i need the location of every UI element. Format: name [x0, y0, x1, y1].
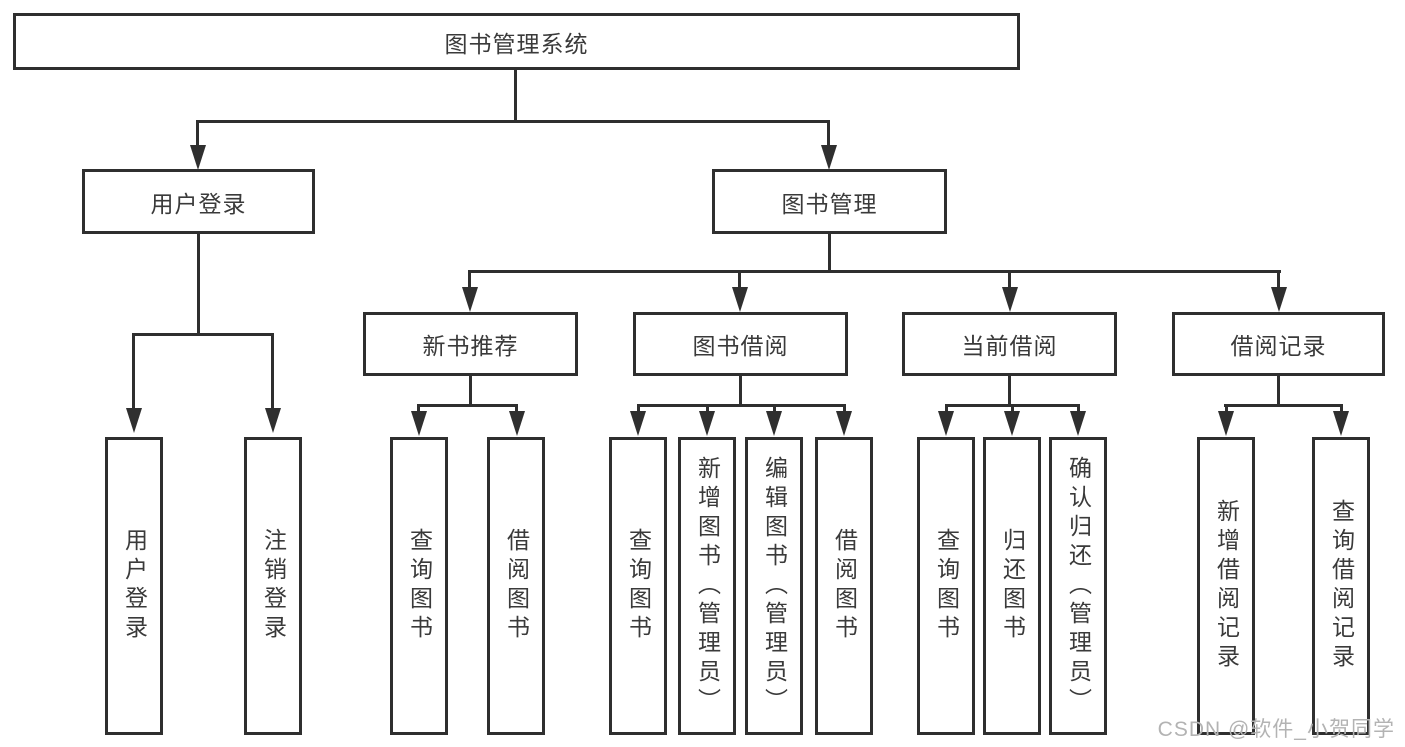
leaf-add-borrow-record-label: 新增借阅记录	[1213, 499, 1240, 673]
connector-hline	[468, 270, 1281, 273]
connector-vline	[1008, 270, 1011, 288]
connector-vline	[271, 333, 274, 409]
arrow-down-icon	[1004, 411, 1020, 436]
leaf-logout-label: 注销登录	[260, 528, 287, 644]
node-borrowing-records: 借阅记录	[1172, 312, 1385, 376]
leaf-borrow-books-2: 借阅图书	[815, 437, 873, 735]
connector-vline	[1011, 404, 1014, 413]
connector-vline	[706, 404, 709, 413]
node-user-login-label: 用户登录	[150, 190, 247, 217]
leaf-add-books-admin-label: 新增图书（管理员）	[694, 455, 721, 717]
connector-vline	[469, 376, 472, 406]
arrow-down-icon	[766, 411, 782, 436]
arrow-down-icon	[630, 411, 646, 436]
csdn-watermark: CSDN @软件_小贺同学	[1157, 718, 1395, 741]
connector-vline	[637, 404, 640, 413]
leaf-borrow-books-1: 借阅图书	[487, 437, 545, 735]
connector-vline	[1277, 270, 1280, 288]
node-borrowing-records-label: 借阅记录	[1230, 333, 1327, 359]
leaf-query-borrow-record-label: 查询借阅记录	[1328, 499, 1355, 673]
leaf-confirm-return-admin-label: 确认归还（管理员）	[1065, 455, 1092, 717]
connector-hline	[196, 120, 830, 123]
leaf-borrow-books-1-label: 借阅图书	[503, 528, 530, 644]
leaf-query-books-3: 查询图书	[917, 437, 975, 735]
leaf-borrow-books-2-label: 借阅图书	[831, 528, 858, 644]
leaf-edit-books-admin: 编辑图书（管理员）	[745, 437, 803, 735]
connector-vline	[1277, 376, 1280, 406]
leaf-query-books-1: 查询图书	[390, 437, 448, 735]
arrow-down-icon	[699, 411, 715, 436]
node-current-borrowing-label: 当前借阅	[961, 333, 1058, 359]
leaf-query-books-2-label: 查询图书	[625, 528, 652, 644]
arrow-down-icon	[938, 411, 954, 436]
connector-vline	[196, 120, 199, 147]
arrow-down-icon	[126, 408, 142, 433]
node-book-management-label: 图书管理	[781, 190, 878, 217]
connector-vline	[945, 404, 948, 413]
node-new-book-recommend: 新书推荐	[363, 312, 578, 376]
node-new-book-recommend-label: 新书推荐	[422, 333, 519, 359]
arrow-down-icon	[1218, 411, 1234, 436]
leaf-return-books: 归还图书	[983, 437, 1041, 735]
connector-vline	[417, 404, 420, 413]
leaf-logout: 注销登录	[244, 437, 302, 735]
node-book-management: 图书管理	[712, 169, 947, 234]
leaf-add-books-admin: 新增图书（管理员）	[678, 437, 736, 735]
arrow-down-icon	[509, 411, 525, 436]
connector-vline	[843, 404, 846, 413]
leaf-query-books-2: 查询图书	[609, 437, 667, 735]
connector-hline	[637, 404, 845, 407]
leaf-user-login-label: 用户登录	[121, 528, 148, 644]
node-book-borrowing: 图书借阅	[633, 312, 848, 376]
connector-vline	[514, 70, 517, 122]
connector-vline	[197, 234, 200, 336]
arrow-down-icon	[265, 408, 281, 433]
connector-hline	[417, 404, 518, 407]
arrow-down-icon	[732, 287, 748, 312]
connector-hline	[1224, 404, 1343, 407]
arrow-down-icon	[411, 411, 427, 436]
connector-vline	[739, 376, 742, 406]
arrow-down-icon	[1271, 287, 1287, 312]
connector-vline	[1008, 376, 1011, 406]
connector-vline	[468, 270, 471, 288]
node-root: 图书管理系统	[13, 13, 1020, 70]
node-current-borrowing: 当前借阅	[902, 312, 1117, 376]
connector-vline	[515, 404, 518, 413]
leaf-return-books-label: 归还图书	[999, 528, 1026, 644]
connector-vline	[828, 234, 831, 273]
arrow-down-icon	[190, 145, 206, 170]
arrow-down-icon	[462, 287, 478, 312]
leaf-add-borrow-record: 新增借阅记录	[1197, 437, 1255, 735]
leaf-user-login: 用户登录	[105, 437, 163, 735]
connector-vline	[738, 270, 741, 288]
connector-vline	[1340, 404, 1343, 413]
leaf-query-borrow-record: 查询借阅记录	[1312, 437, 1370, 735]
connector-vline	[1077, 404, 1080, 413]
arrow-down-icon	[1002, 287, 1018, 312]
arrow-down-icon	[1070, 411, 1086, 436]
connector-vline	[827, 120, 830, 147]
connector-hline	[132, 333, 274, 336]
arrow-down-icon	[836, 411, 852, 436]
connector-vline	[773, 404, 776, 413]
connector-vline	[1225, 404, 1228, 413]
node-root-label: 图书管理系统	[444, 30, 589, 57]
leaf-query-books-3-label: 查询图书	[933, 528, 960, 644]
connector-vline	[132, 333, 135, 409]
node-user-login: 用户登录	[82, 169, 315, 234]
leaf-confirm-return-admin: 确认归还（管理员）	[1049, 437, 1107, 735]
arrow-down-icon	[1333, 411, 1349, 436]
leaf-edit-books-admin-label: 编辑图书（管理员）	[761, 455, 788, 717]
node-book-borrowing-label: 图书借阅	[692, 333, 789, 359]
leaf-query-books-1-label: 查询图书	[406, 528, 433, 644]
arrow-down-icon	[821, 145, 837, 170]
